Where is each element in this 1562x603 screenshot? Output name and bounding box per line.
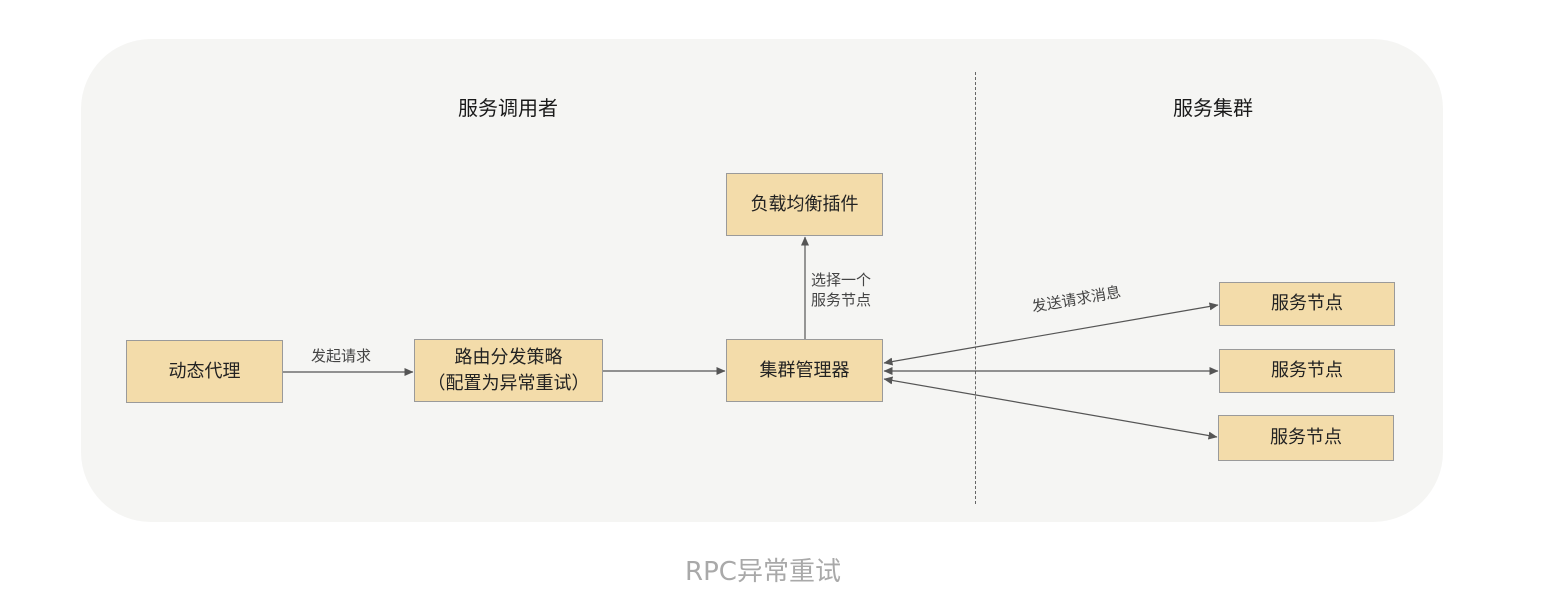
- routing-strategy-node: 路由分发策略 （配置为异常重试）: [414, 339, 603, 402]
- select-node-label-line1: 选择一个: [811, 271, 872, 289]
- edge-cluster-manager-node-3: [883, 376, 1218, 440]
- load-balancer-plugin-node: 负载均衡插件: [726, 173, 883, 236]
- routing-strategy-sublabel: （配置为异常重试）: [427, 372, 590, 394]
- diagram-panel: [81, 39, 1443, 522]
- service-node-1: 服务节点: [1219, 282, 1395, 326]
- service-node-2: 服务节点: [1219, 349, 1395, 393]
- caller-section-title: 服务调用者: [458, 96, 558, 120]
- diagram-caption: RPC异常重试: [685, 557, 841, 587]
- service-node-1-label: 服务节点: [1271, 293, 1343, 314]
- routing-strategy-label: 路由分发策略: [454, 346, 563, 368]
- service-node-2-label: 服务节点: [1271, 360, 1343, 381]
- edge-cluster-manager-node-1: [883, 302, 1219, 366]
- service-node-3: 服务节点: [1218, 415, 1394, 461]
- initiate-request-label: 发起请求: [311, 347, 372, 365]
- service-node-3-label: 服务节点: [1270, 427, 1342, 448]
- dynamic-proxy-node: 动态代理: [126, 340, 283, 403]
- cluster-section-title: 服务集群: [1173, 96, 1253, 120]
- load-balancer-plugin-label: 负载均衡插件: [750, 193, 859, 215]
- cluster-manager-label: 集群管理器: [759, 359, 850, 381]
- select-node-label-line2: 服务节点: [811, 291, 872, 309]
- select-node-label: 选择一个 服务节点: [811, 270, 871, 310]
- dynamic-proxy-label: 动态代理: [168, 360, 241, 382]
- cluster-manager-node: 集群管理器: [726, 339, 883, 402]
- section-divider: [975, 72, 976, 504]
